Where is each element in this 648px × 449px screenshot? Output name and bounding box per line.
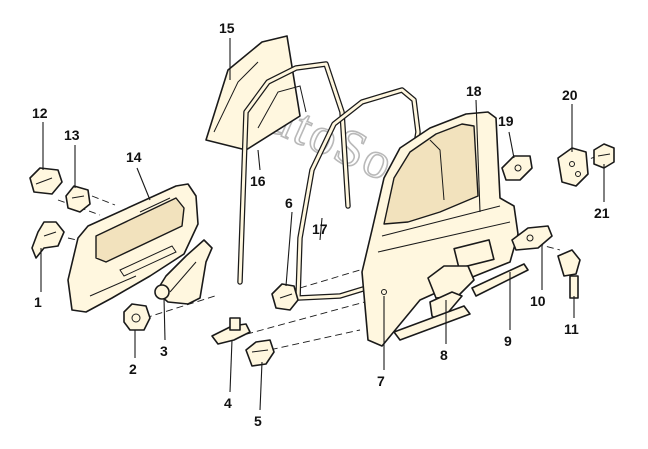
callout-numbers: 1 2 3 4 5 6 7 8 9 10 11 12 13 14 15 16 1… — [32, 20, 610, 429]
callout-6: 6 — [285, 195, 293, 211]
callout-5: 5 — [254, 413, 262, 429]
part-14-trim-panel — [67, 183, 199, 313]
part-19-latch-plate — [501, 155, 533, 181]
part-5-hinge — [245, 339, 275, 367]
callout-3: 3 — [160, 343, 168, 359]
part-13-clip — [65, 185, 91, 213]
part-20-door-latch — [557, 147, 589, 187]
part-1-inner-handle — [31, 221, 65, 259]
part-15-window-glass — [205, 35, 301, 151]
callout-7: 7 — [377, 373, 385, 389]
callout-4: 4 — [224, 395, 232, 411]
callout-12: 12 — [32, 105, 48, 121]
part-9-side-moulding — [471, 263, 529, 297]
callout-16: 16 — [250, 173, 266, 189]
callout-20: 20 — [562, 87, 578, 103]
callout-1: 1 — [34, 294, 42, 310]
callout-14: 14 — [126, 149, 142, 165]
part-11-lock-cylinder — [557, 249, 581, 299]
part-7-reinforcement-strip — [393, 305, 471, 341]
callout-17: 17 — [312, 221, 328, 237]
callout-21: 21 — [594, 205, 610, 221]
callout-11: 11 — [564, 321, 579, 337]
callout-10: 10 — [530, 293, 546, 309]
callout-18: 18 — [466, 83, 482, 99]
callout-9: 9 — [504, 333, 512, 349]
callout-8: 8 — [440, 347, 448, 363]
part-16-glass-run-channel — [237, 61, 351, 285]
part-21-striker — [593, 143, 615, 169]
part-2-handle-base — [123, 303, 151, 331]
part-6-check-strap — [271, 283, 299, 311]
callout-19: 19 — [498, 113, 514, 129]
callout-15: 15 — [219, 20, 235, 36]
part-10-lock — [511, 225, 553, 251]
leader-lines — [40, 38, 605, 411]
callout-13: 13 — [64, 127, 80, 143]
part-4-hinge-pin — [211, 317, 251, 345]
part-12-clip — [29, 167, 63, 195]
callout-2: 2 — [129, 361, 137, 377]
part-3-window-regulator — [154, 239, 213, 305]
